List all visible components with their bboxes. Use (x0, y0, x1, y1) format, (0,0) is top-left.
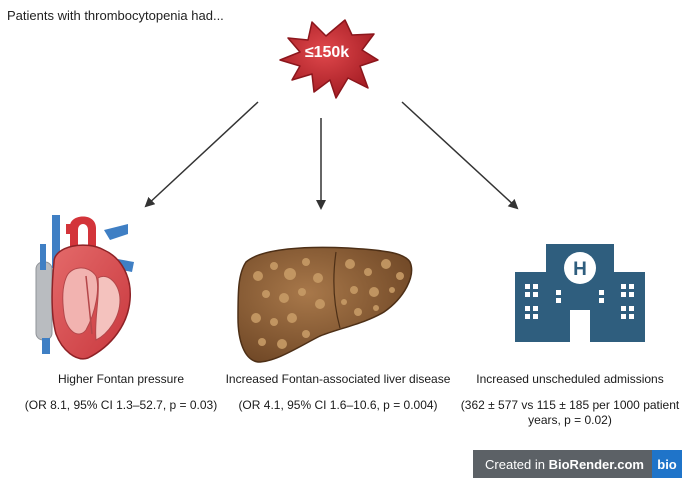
heart-icon (35, 215, 134, 360)
outcome-title-fontan-pressure: Higher Fontan pressure (57, 372, 185, 386)
page-title: Patients with thrombocytopenia had... (7, 8, 224, 23)
outcome-stat-liver-disease: (OR 4.1, 95% CI 1.6–10.6, p = 0.004) (238, 398, 438, 412)
outcome-title-liver-disease: Increased Fontan-associated liver diseas… (225, 372, 451, 386)
biorender-logo-icon: bio (652, 450, 682, 478)
badge-brand: BioRender.com (548, 456, 644, 472)
outcome-stat-admissions: (362 ± 577 vs 115 ± 185 per 1000 patient… (460, 398, 680, 427)
arrows (144, 101, 519, 210)
svg-text:H: H (573, 259, 587, 280)
liver-icon (237, 246, 413, 363)
arrow-right (401, 101, 519, 210)
outcome-stat-fontan-pressure: (OR 8.1, 95% CI 1.3–52.7, p = 0.03) (24, 398, 218, 412)
platelet-icon: ≤150k (279, 19, 379, 99)
arrow-left (144, 101, 259, 208)
biorender-badge[interactable]: Created in BioRender.com bio (473, 450, 682, 478)
hospital-icon: H (515, 244, 645, 342)
badge-prefix: Created in (485, 456, 549, 472)
platelet-count-label: ≤150k (305, 44, 349, 61)
badge-text: Created in BioRender.com (473, 457, 652, 472)
outcome-title-admissions: Increased unscheduled admissions (476, 372, 664, 386)
